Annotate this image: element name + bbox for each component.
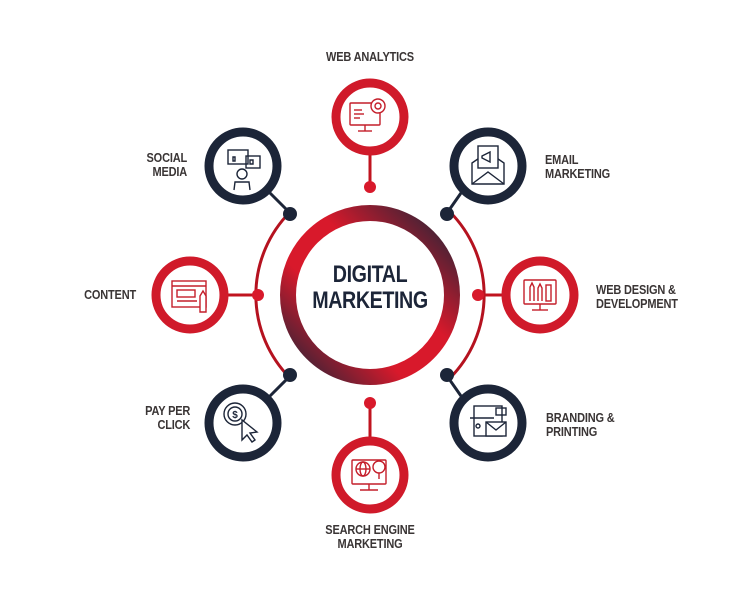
- browser-pencil-icon: [171, 280, 207, 313]
- monitor-globe-magnifier-icon: [351, 459, 387, 491]
- label-line: DEVELOPMENT: [596, 297, 678, 311]
- label-line: SEARCH ENGINE: [325, 523, 415, 537]
- label-line: MEDIA: [152, 165, 187, 179]
- center-title-line2: MARKETING: [312, 287, 428, 314]
- label-line: PRINTING: [546, 425, 598, 439]
- node-email-marketing[interactable]: [449, 127, 527, 205]
- dollar-cursor-icon: $: [223, 402, 259, 443]
- center-title: DIGITAL MARKETING: [296, 262, 444, 314]
- label-content: CONTENT: [84, 288, 136, 302]
- label-line: BRANDING &: [546, 411, 615, 425]
- label-web-design: WEB DESIGN & DEVELOPMENT: [596, 283, 678, 311]
- node-branding[interactable]: [449, 384, 527, 462]
- monitor-gear-icon: [349, 98, 386, 132]
- connectors: [228, 155, 502, 437]
- center-ring: [280, 205, 460, 385]
- label-line: EMAIL: [545, 153, 579, 167]
- label-line: SOCIAL: [146, 151, 187, 165]
- node-social-media[interactable]: [204, 127, 282, 205]
- envelope-megaphone-icon: [471, 145, 505, 185]
- node-web-analytics[interactable]: [331, 78, 409, 156]
- label-line: CONTENT: [84, 288, 136, 302]
- center-title-line1: DIGITAL: [332, 261, 408, 288]
- label-line: MARKETING: [337, 537, 403, 551]
- person-likes-icon: [227, 149, 261, 191]
- label-social-media: SOCIAL MEDIA: [146, 151, 187, 179]
- node-search-engine-marketing[interactable]: [331, 436, 409, 514]
- label-line: PAY PER: [144, 404, 190, 418]
- stationery-envelope-icon: [470, 405, 507, 437]
- node-pay-per-click[interactable]: $: [204, 384, 282, 462]
- node-content[interactable]: [151, 256, 229, 334]
- node-web-design[interactable]: [501, 256, 579, 334]
- label-line: CLICK: [157, 418, 190, 432]
- label-web-analytics: WEB ANALYTICS: [308, 50, 431, 64]
- label-search-engine-marketing: SEARCH ENGINE MARKETING: [304, 523, 436, 551]
- label-line: WEB DESIGN &: [596, 283, 676, 297]
- label-pay-per-click: PAY PER CLICK: [145, 404, 190, 432]
- monitor-design-tools-icon: [523, 279, 557, 311]
- label-branding: BRANDING & PRINTING: [546, 411, 615, 439]
- label-email-marketing: EMAIL MARKETING: [545, 153, 610, 181]
- label-line: WEB ANALYTICS: [326, 50, 414, 64]
- label-line: MARKETING: [545, 167, 611, 181]
- svg-text:$: $: [232, 410, 238, 421]
